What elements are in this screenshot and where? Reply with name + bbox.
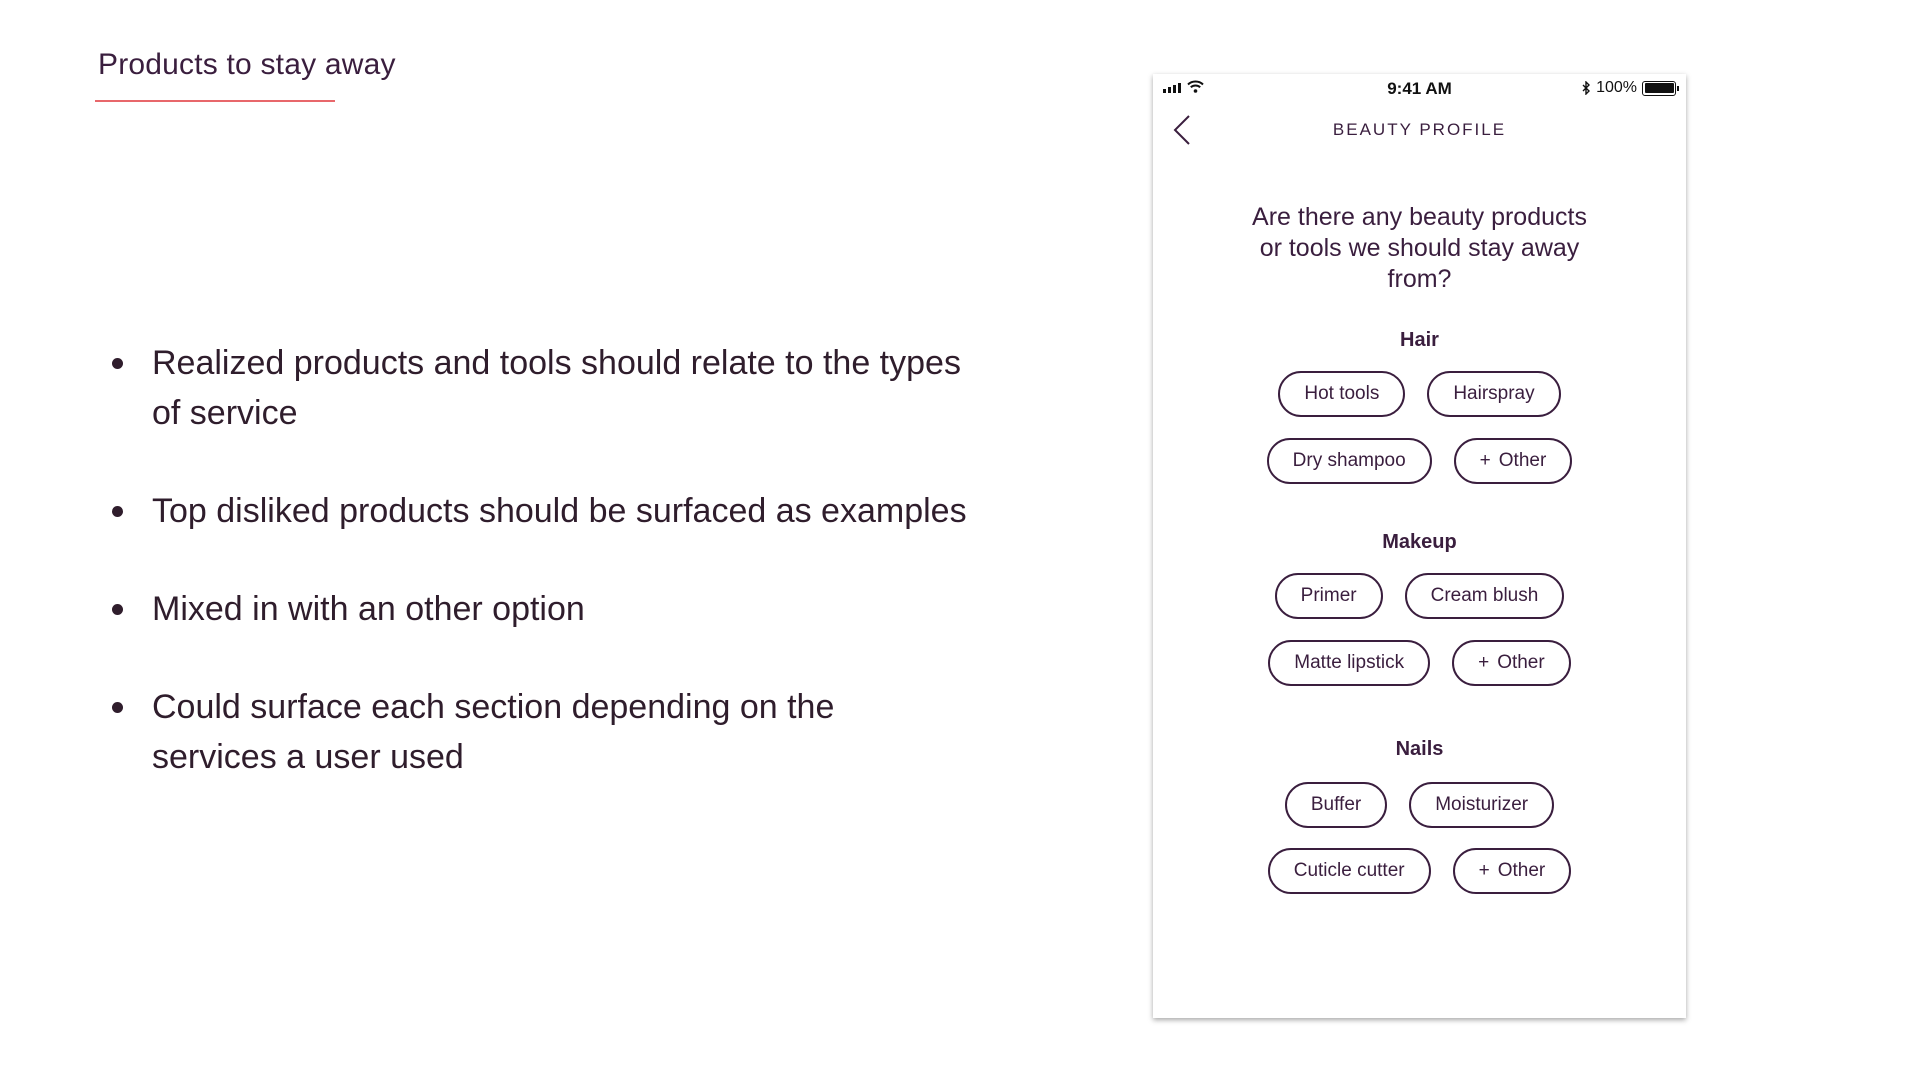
bullet-text: Could surface each section depending on … [152,688,835,776]
chip-label: Other [1498,450,1547,471]
bullet-item: Mixed in with an other option [108,584,968,634]
bullet-text: Realized products and tools should relat… [152,344,961,432]
bullet-dot [112,506,123,517]
chip-moisturizer[interactable]: Moisturizer [1409,782,1555,828]
plus-icon: + [1479,450,1491,471]
nav-bar: BEAUTY PROFILE [1153,102,1686,158]
chip-row: Matte lipstick + Other [1153,640,1686,686]
status-time: 9:41 AM [1387,79,1452,98]
chip-hot-tools[interactable]: Hot tools [1278,371,1406,417]
bullet-text: Mixed in with an other option [152,590,585,628]
nav-title: BEAUTY PROFILE [1332,120,1507,139]
bullet-item: Could surface each section depending on … [108,682,968,782]
chip-makeup-other[interactable]: + Other [1452,640,1571,686]
status-left [1163,80,1204,93]
plus-icon: + [1478,860,1490,881]
chip-row: Primer Cream blush [1153,573,1686,619]
status-bar: 9:41 AM 100% [1153,76,1686,102]
slide-title: Products to stay away [98,48,396,81]
chevron-left-icon[interactable] [1169,112,1199,148]
battery-percent: 100% [1596,79,1637,96]
bullet-dot [112,604,123,615]
chip-row: Dry shampoo + Other [1153,438,1686,484]
chip-row: Cuticle cutter + Other [1153,848,1686,894]
phone-mockup: 9:41 AM 100% BEAUTY PROFILE Are there an… [1153,74,1686,1018]
question-heading: Are there any beauty products or tools w… [1252,203,1587,293]
chip-hairspray[interactable]: Hairspray [1427,371,1561,417]
chip-hair-other[interactable]: + Other [1453,438,1573,484]
chip-label: Other [1497,652,1545,673]
bullet-text: Top disliked products should be surfaced… [152,492,967,530]
wifi-icon [1187,80,1204,93]
bluetooth-icon [1582,81,1591,95]
battery-icon [1642,80,1679,96]
chip-nails-other[interactable]: + Other [1452,848,1572,894]
title-underline [95,100,335,102]
section-label-nails: Nails [1395,738,1444,760]
chip-label: Other [1497,860,1546,881]
chip-row: Hot tools Hairspray [1153,371,1686,417]
bullet-item: Top disliked products should be surfaced… [108,486,968,536]
chip-primer[interactable]: Primer [1274,573,1383,619]
bullet-list: Realized products and tools should relat… [108,338,968,830]
section-label-makeup: Makeup [1382,531,1457,553]
chip-row: Buffer Moisturizer [1153,782,1686,828]
signal-icon [1163,83,1181,93]
bullet-dot [112,702,123,713]
plus-icon: + [1478,652,1490,673]
section-label-hair: Hair [1400,329,1439,351]
chip-cream-blush[interactable]: Cream blush [1404,573,1565,619]
chip-dry-shampoo[interactable]: Dry shampoo [1266,438,1432,484]
chip-buffer[interactable]: Buffer [1284,782,1388,828]
status-right: 100% [1582,79,1679,97]
bullet-dot [112,358,123,369]
chip-cuticle-cutter[interactable]: Cuticle cutter [1267,848,1431,894]
chip-matte-lipstick[interactable]: Matte lipstick [1268,640,1431,686]
bullet-item: Realized products and tools should relat… [108,338,968,438]
